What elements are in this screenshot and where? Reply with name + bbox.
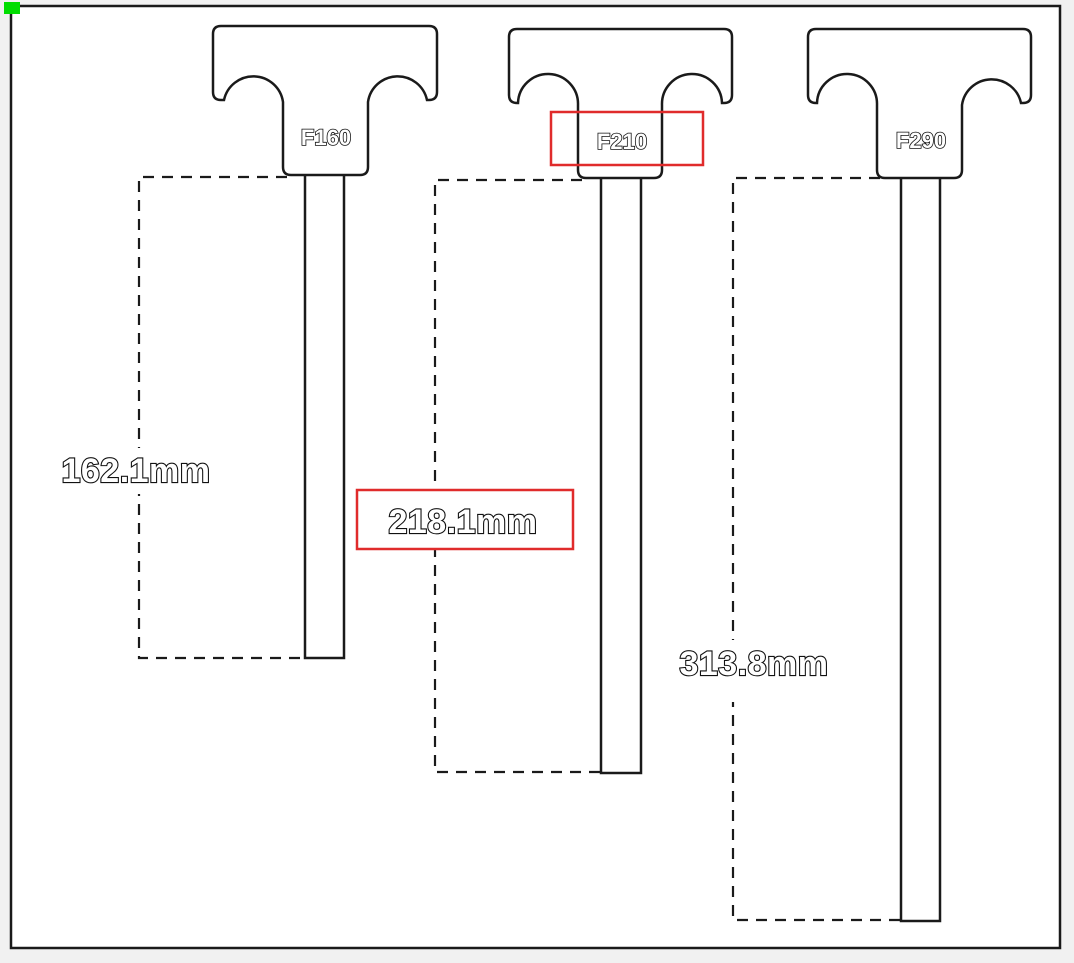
tool-head-f290 (806, 27, 1033, 180)
dimension-label-bg-f290 (650, 640, 858, 702)
highlight-box-f210-label (549, 110, 705, 167)
dimension-label-f210: 218.1mm (388, 503, 537, 541)
tool-f160: F160 162.1mm (32, 24, 439, 660)
tool-label-f290: F290 (896, 128, 946, 153)
dimension-guide-f160 (137, 175, 305, 660)
dimension-guide-f290 (731, 176, 901, 922)
corner-marker (4, 2, 20, 14)
highlight-box-f210-dimension (355, 488, 575, 551)
tool-f290: F290 313.8mm (650, 27, 1033, 923)
tool-shaft-f210 (599, 170, 643, 775)
tool-shaft-f160 (303, 168, 346, 660)
tool-head-f160 (211, 24, 439, 177)
tool-label-f160: F160 (301, 125, 351, 150)
dimension-label-bg-f160 (32, 448, 240, 494)
dimension-label-f160: 162.1mm (61, 452, 210, 490)
tool-label-f210: F210 (597, 129, 647, 154)
tool-f210: F210 218.1mm (355, 27, 734, 775)
dimension-label-f290: 313.8mm (679, 645, 828, 683)
dimension-label-bg-f210 (358, 491, 572, 549)
tool-shaft-f290 (899, 170, 942, 923)
tool-head-f210 (507, 27, 734, 180)
dimension-guide-f210 (433, 178, 601, 774)
